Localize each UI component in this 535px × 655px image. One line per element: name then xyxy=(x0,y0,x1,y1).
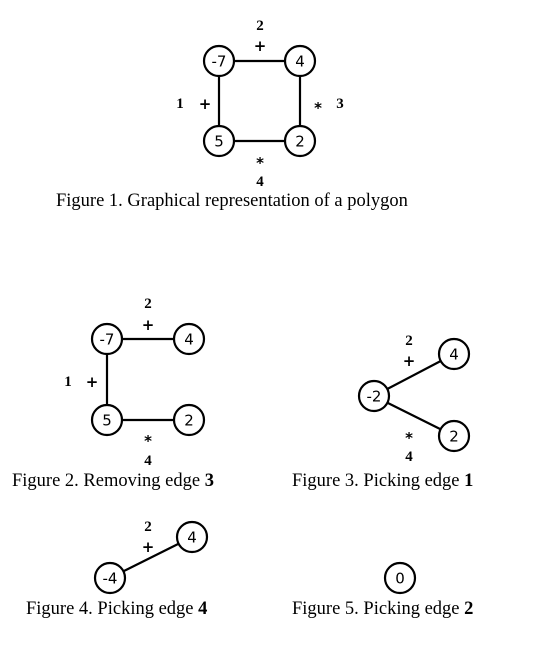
vertex-node: 4 xyxy=(437,337,471,371)
add-operator-label: + xyxy=(86,373,99,391)
vertex-node: 0 xyxy=(383,561,417,595)
multiply-operator-label: * xyxy=(144,432,152,450)
vertex-node: 2 xyxy=(283,124,317,158)
vertex-node: 4 xyxy=(172,322,206,356)
vertex-label: 4 xyxy=(184,331,194,349)
vertex-label: 5 xyxy=(102,412,112,430)
vertex-label: 0 xyxy=(395,570,405,588)
figure-3-graph: -2 4 2 2 +4 * xyxy=(357,333,471,465)
vertex-circle xyxy=(172,403,206,437)
vertex-circle xyxy=(202,124,236,158)
vertex-label: -2 xyxy=(367,388,382,406)
add-operator-label: + xyxy=(403,352,416,370)
figure-3-caption: Figure 3. Picking edge 1 xyxy=(292,472,473,491)
edge-number-label: 3 xyxy=(336,96,344,112)
edge-number-label: 4 xyxy=(405,449,413,465)
vertex-node: 5 xyxy=(90,403,124,437)
edge-number-label: 2 xyxy=(405,333,413,349)
edge-number-label: 2 xyxy=(256,18,264,34)
edge-2-line xyxy=(122,542,180,573)
edge-number-label: 1 xyxy=(64,374,72,390)
vertex-label: 2 xyxy=(449,428,459,446)
vertex-label: 5 xyxy=(214,133,224,151)
vertex-label: 4 xyxy=(295,53,305,71)
figure-3-caption-text: Figure 3. Picking edge xyxy=(292,471,465,491)
multiply-operator-label: * xyxy=(314,99,322,117)
vertex-circle xyxy=(90,322,124,356)
vertex-circle xyxy=(93,561,127,595)
figure-2-graph: -7 4 2 5 2 +4 * 1 + xyxy=(64,296,206,469)
vertex-circle xyxy=(383,561,417,595)
edge-number-label: 2 xyxy=(144,296,152,312)
figure-3-caption-edge: 1 xyxy=(464,471,474,491)
vertex-label: 4 xyxy=(449,346,459,364)
vertex-node: 2 xyxy=(437,419,471,453)
vertex-circle xyxy=(437,337,471,371)
vertex-circle xyxy=(283,124,317,158)
add-operator-label: + xyxy=(254,37,267,55)
figure-1-caption-text: Figure 1. Graphical representation of a … xyxy=(56,191,408,211)
vertex-node: -4 xyxy=(93,561,127,595)
vertex-node: -7 xyxy=(202,44,236,78)
vertex-circle xyxy=(283,44,317,78)
figure-4-caption-edge: 4 xyxy=(198,599,208,619)
add-operator-label: + xyxy=(142,316,155,334)
vertex-node: 4 xyxy=(175,520,209,554)
vertex-circle xyxy=(437,419,471,453)
edge-number-label: 1 xyxy=(176,96,184,112)
vertex-circle xyxy=(90,403,124,437)
figure-2-caption-edge: 3 xyxy=(204,471,214,491)
vertex-label: -4 xyxy=(103,570,118,588)
figure-5-graph: 0 xyxy=(383,561,417,595)
vertex-node: -2 xyxy=(357,379,391,413)
vertex-label: 2 xyxy=(295,133,305,151)
vertex-label: 4 xyxy=(187,529,197,547)
vertex-circle xyxy=(202,44,236,78)
vertex-circle xyxy=(175,520,209,554)
figure-2-caption: Figure 2. Removing edge 3 xyxy=(12,472,214,491)
vertex-circle xyxy=(357,379,391,413)
figure-4-graph: -4 4 2 + xyxy=(93,519,209,595)
multiply-operator-label: * xyxy=(405,429,413,447)
add-operator-label: + xyxy=(199,95,212,113)
vertex-circle xyxy=(172,322,206,356)
vertex-label: -7 xyxy=(212,53,227,71)
figure-2-caption-text: Figure 2. Removing edge xyxy=(12,471,205,491)
multiply-operator-label: * xyxy=(256,154,264,172)
edge-2-line xyxy=(386,359,442,391)
vertex-node: 2 xyxy=(172,403,206,437)
figure-5-caption-text: Figure 5. Picking edge xyxy=(292,599,465,619)
vertex-label: -7 xyxy=(100,331,115,349)
figure-1-graph: -7 4 2 5 2 +3 * 4 * 1 + xyxy=(176,18,344,190)
figure-5-caption-edge: 2 xyxy=(464,599,474,619)
add-operator-label: + xyxy=(142,538,155,556)
figure-5-caption: Figure 5. Picking edge 2 xyxy=(292,600,473,619)
edge-number-label: 4 xyxy=(256,174,264,190)
vertex-node: 4 xyxy=(283,44,317,78)
edge-4-line xyxy=(386,401,442,431)
edge-number-label: 4 xyxy=(144,453,152,469)
vertex-node: 5 xyxy=(202,124,236,158)
figure-4-caption: Figure 4. Picking edge 4 xyxy=(26,600,207,619)
edge-number-label: 2 xyxy=(144,519,152,535)
vertex-node: -7 xyxy=(90,322,124,356)
figure-1-caption: Figure 1. Graphical representation of a … xyxy=(56,192,408,211)
figure-4-caption-text: Figure 4. Picking edge xyxy=(26,599,199,619)
vertex-label: 2 xyxy=(184,412,194,430)
